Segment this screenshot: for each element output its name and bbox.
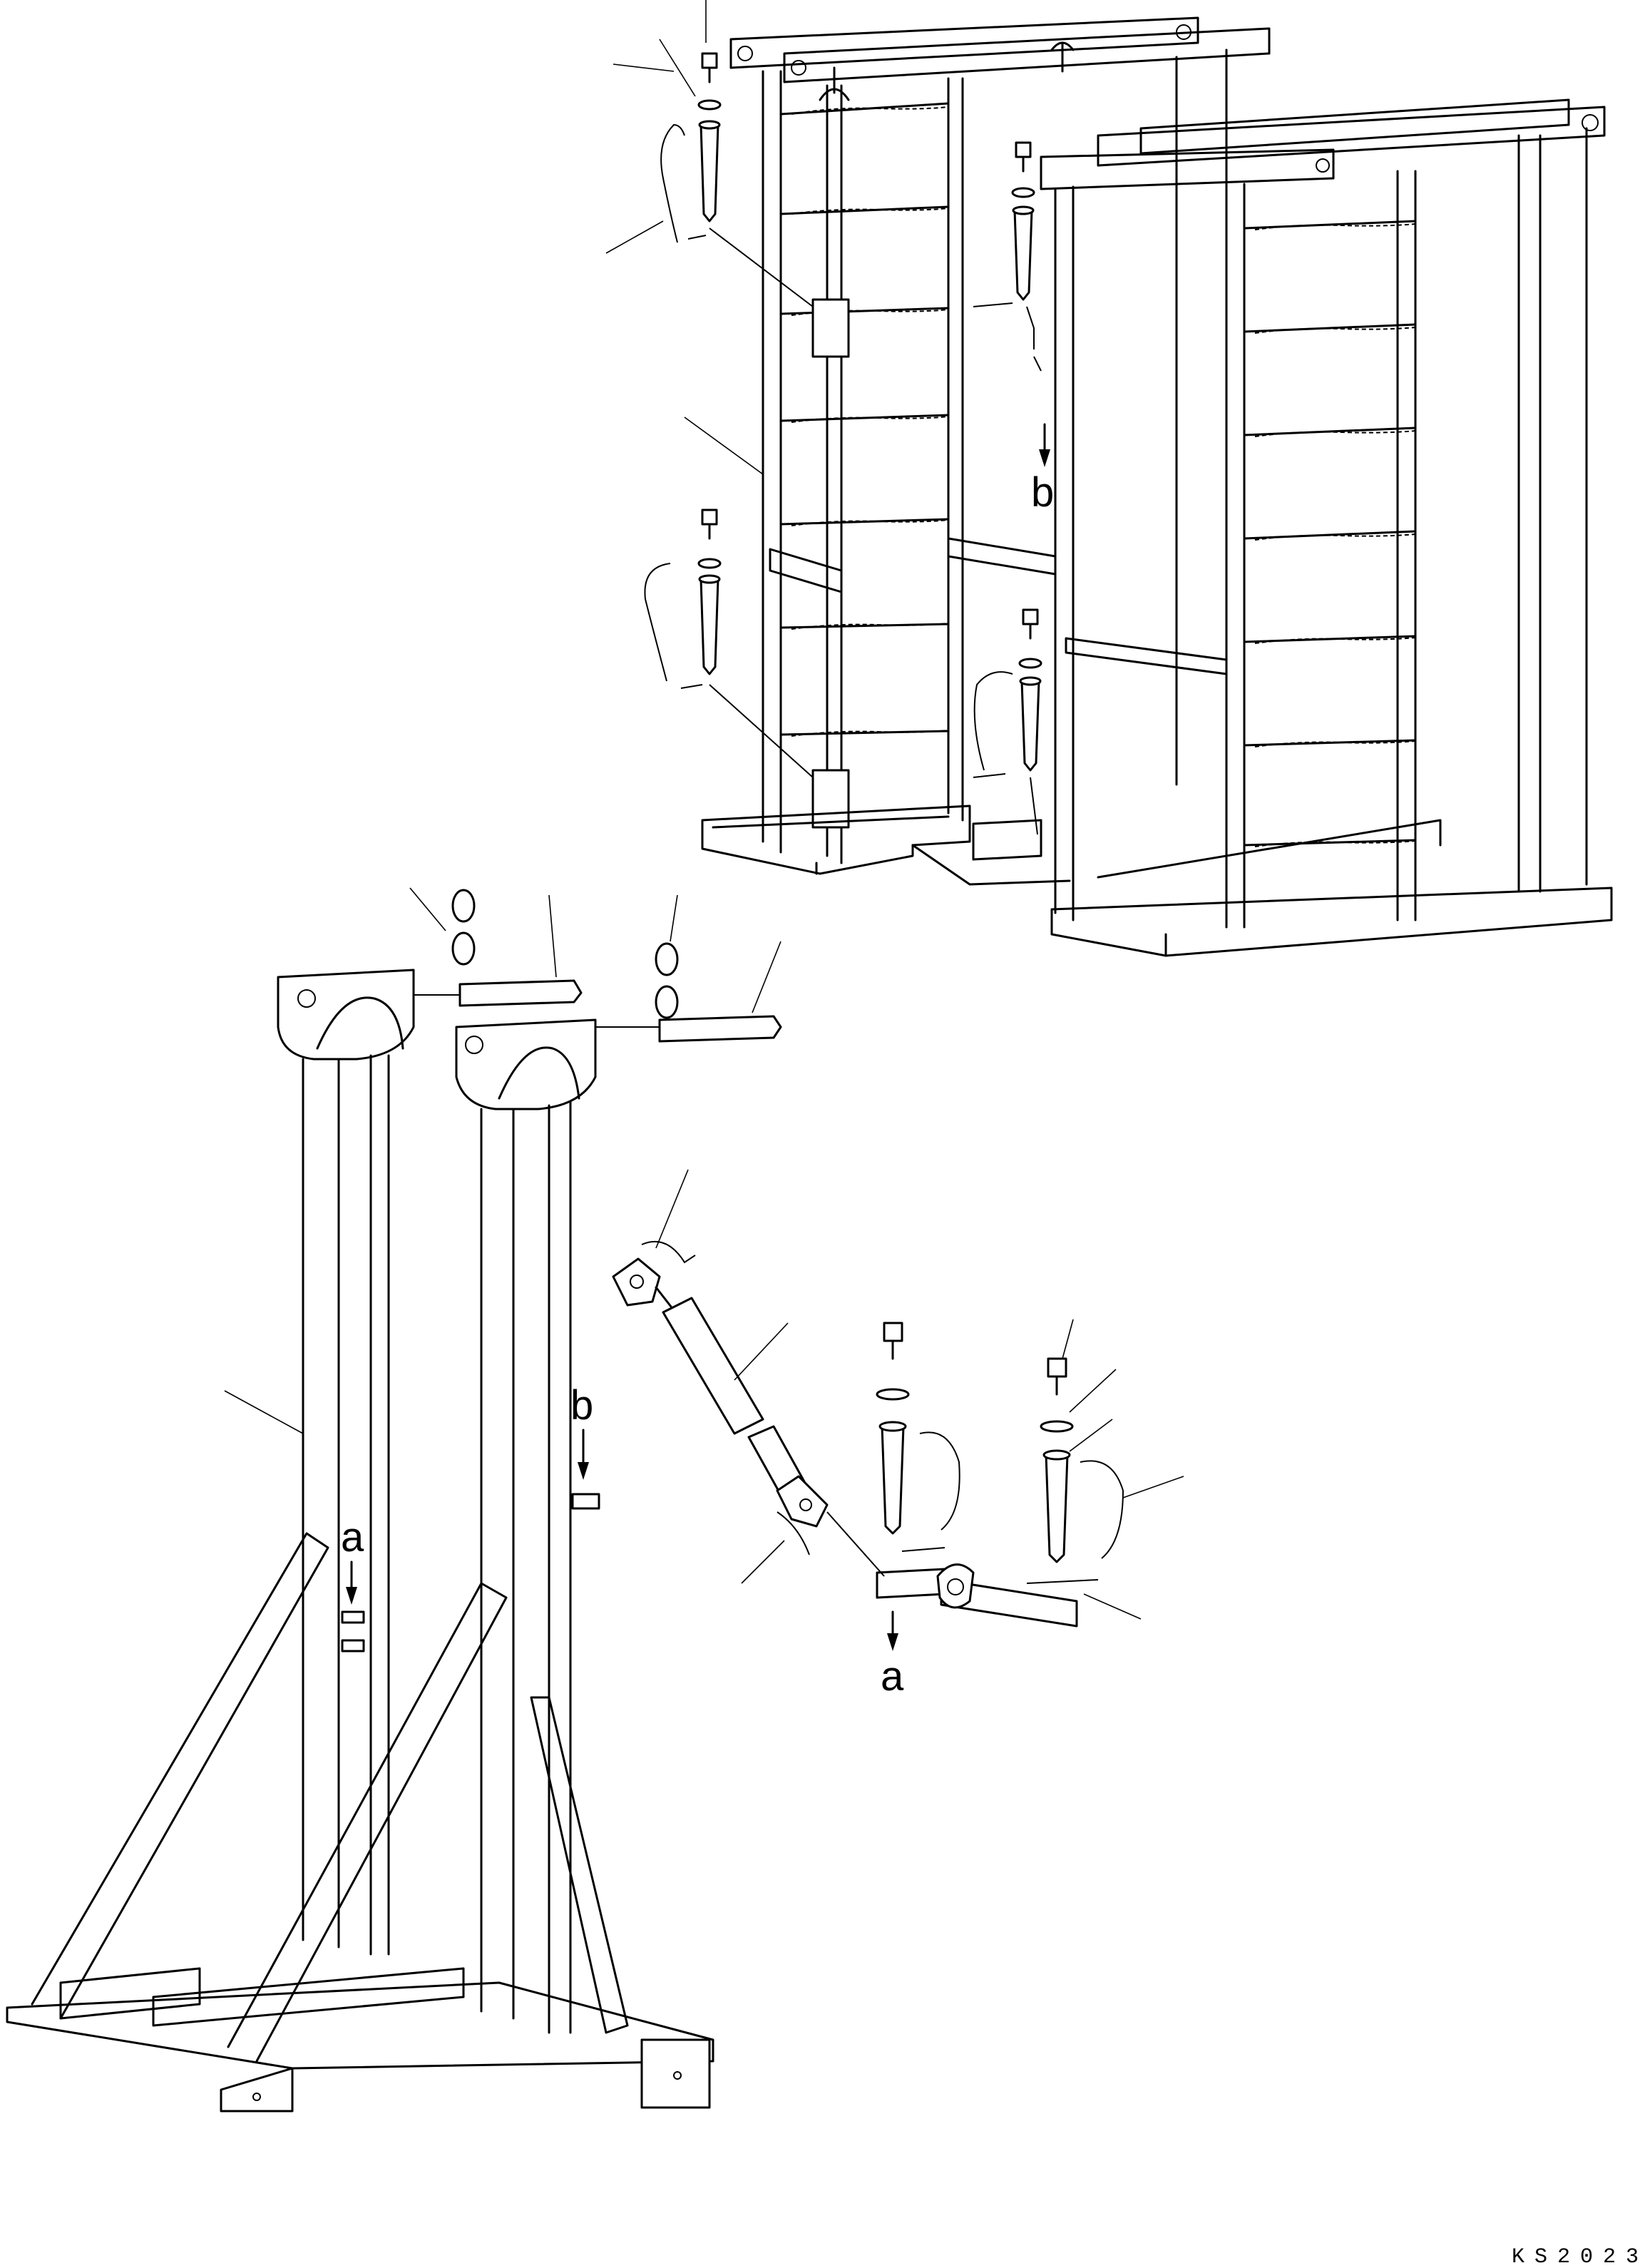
- label-b-upper: b: [1031, 469, 1054, 516]
- shelf-chains-left: [779, 102, 950, 737]
- upper-fasteners: [644, 52, 1042, 835]
- lower-leaders: [655, 1169, 1184, 1620]
- lower-fasteners: [876, 1322, 1124, 1584]
- arrow-a-stand: a: [341, 1514, 365, 1653]
- upper-leaders: [605, 0, 764, 475]
- turnbuckle-assembly: [612, 1241, 1078, 1628]
- drawing-code: KS202357: [1512, 2245, 1640, 2268]
- label-a-stand: a: [341, 1514, 364, 1560]
- stand-leaders: [224, 887, 781, 1434]
- label-b-stand: b: [570, 1382, 593, 1429]
- stand-assembly: [6, 969, 714, 2113]
- shelf-chains-right: [1243, 220, 1417, 847]
- arrow-b-upper: b: [1031, 423, 1054, 516]
- stand-pins: [414, 889, 782, 1043]
- arrow-a-lower: a: [881, 1610, 904, 1700]
- label-a-lower: a: [881, 1653, 904, 1700]
- rack-frame-right: [1040, 98, 1613, 957]
- arrow-b-stand: b: [570, 1382, 600, 1510]
